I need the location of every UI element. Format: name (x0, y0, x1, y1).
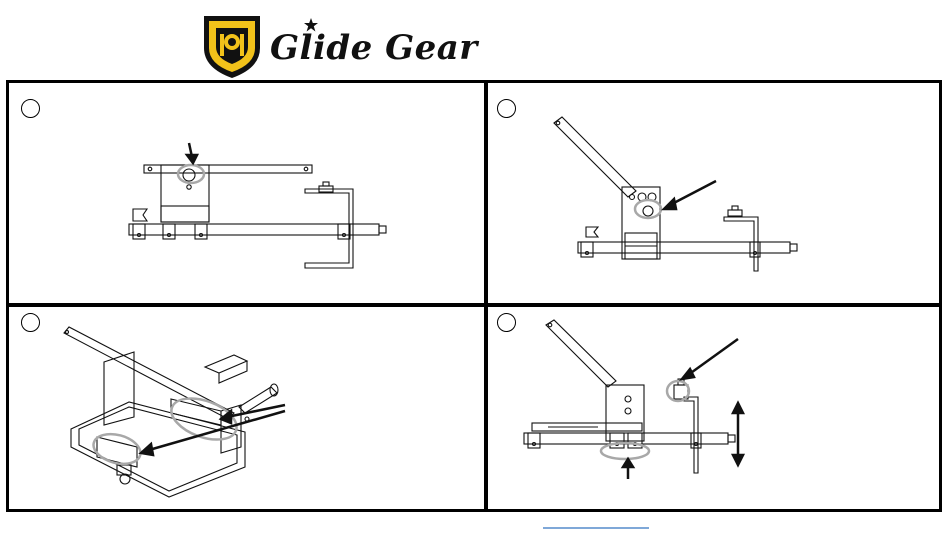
diagram-step-1 (9, 83, 484, 303)
brand-logo: Glide Gear (200, 14, 500, 80)
panel-step-2 (488, 83, 942, 303)
panel-step-1 (9, 83, 484, 303)
diagram-step-2 (488, 83, 942, 303)
step-marker-1 (21, 99, 40, 118)
star-icon (304, 18, 318, 32)
diagram-step-4 (488, 307, 942, 512)
step-marker-2 (497, 99, 516, 118)
footer-link-underline[interactable] (543, 527, 649, 529)
step-marker-4 (497, 313, 516, 332)
shield-icon (200, 14, 264, 80)
diagram-step-3 (9, 307, 484, 512)
panel-step-3 (9, 307, 484, 512)
brand-name: Glide Gear (270, 28, 478, 68)
step-marker-3 (21, 313, 40, 332)
instruction-grid (6, 80, 942, 512)
panel-step-4 (488, 307, 942, 512)
